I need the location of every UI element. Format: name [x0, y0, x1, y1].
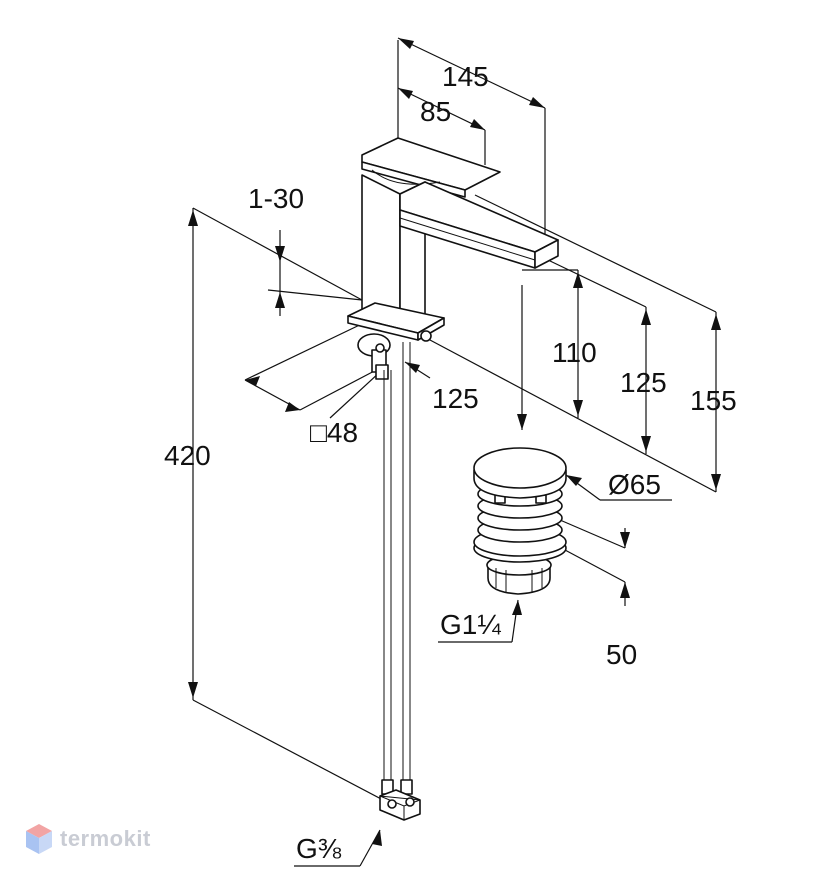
- dim-48: □48: [310, 417, 358, 448]
- cube-logo-icon: [26, 824, 52, 854]
- faucet-body: [347, 137, 559, 380]
- dim-145: 145: [442, 61, 489, 92]
- dim-110: 110: [552, 337, 597, 368]
- dim-155: 155: [690, 385, 737, 416]
- arrow-heads: [188, 38, 721, 846]
- dim-420: 420: [164, 440, 211, 471]
- watermark-brand: termokit: [60, 826, 151, 851]
- dimension-labels: 145 85 1-30 420 110 125 155 125 □48 Ø65 …: [164, 61, 737, 864]
- thread-g3-8: G⅜: [296, 833, 342, 864]
- dim-50: 50: [606, 639, 637, 670]
- thread-g1-1-4: G1¼: [440, 609, 501, 640]
- dim-125-right: 125: [620, 367, 667, 398]
- popup-waste: [473, 447, 567, 595]
- dim-125-base: 125: [432, 383, 479, 414]
- dim-85: 85: [420, 96, 451, 127]
- dim-65: Ø65: [608, 469, 661, 500]
- watermark: termokit: [24, 822, 151, 856]
- supply-hoses: [379, 342, 421, 821]
- dim-1-30: 1-30: [248, 183, 304, 214]
